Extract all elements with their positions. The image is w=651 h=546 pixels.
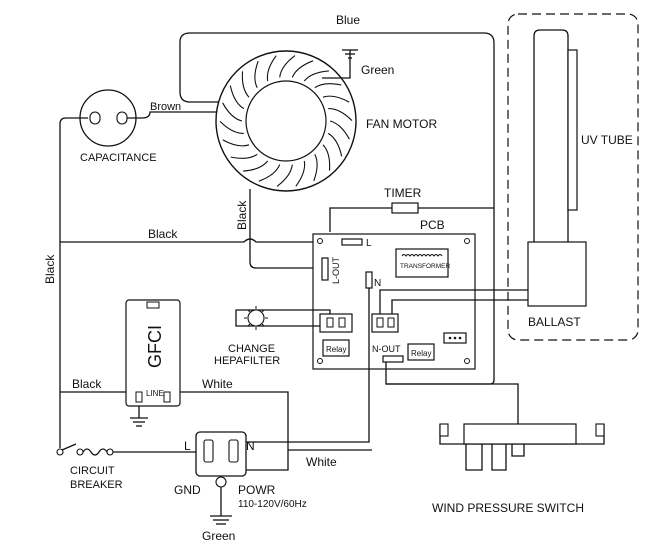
n-out-label: N-OUT (372, 344, 401, 354)
relay-1 (322, 339, 350, 357)
fan-blade (266, 55, 277, 82)
fan-black-wire (249, 189, 322, 269)
capacitance-label: CAPACITANCE (80, 152, 157, 164)
wind-pressure-switch (439, 423, 605, 471)
uv-tube (533, 29, 569, 242)
fan-blade (219, 121, 244, 134)
hepafilter-connector (319, 313, 353, 333)
power-plug (195, 431, 247, 488)
neutral-wire (246, 288, 370, 443)
white-bottom-label: White (306, 455, 337, 469)
fan-blade (322, 144, 331, 171)
gfci-label: GFCI (145, 325, 165, 368)
change-label-line2: HEPAFILTER (214, 355, 280, 367)
l-terminal (341, 238, 363, 246)
fan-blade (276, 164, 293, 187)
transformer (395, 248, 449, 278)
l-out-terminal (321, 257, 329, 281)
fan-blade (329, 120, 350, 140)
white-gfci-label: White (202, 377, 233, 391)
fan-blade (327, 132, 343, 157)
plug-n-label: N (246, 439, 255, 453)
black-wire-mid (60, 238, 344, 243)
fan-blade (314, 83, 342, 89)
change-hepafilter-switch (244, 306, 268, 330)
fan-blade (230, 153, 258, 159)
fan-blade (254, 60, 259, 88)
timer-label: TIMER (384, 186, 422, 200)
capacitance (79, 89, 137, 147)
fan-blade (303, 70, 329, 82)
n-terminal (365, 271, 373, 289)
gfci-white-wire (180, 391, 289, 471)
wind-pressure-switch-label: WIND PRESSURE SWITCH (432, 501, 584, 515)
fan-motor (215, 50, 357, 192)
fan-blade (222, 139, 250, 147)
circuit-label-line1: CIRCUIT (70, 465, 115, 477)
fan-blade (222, 102, 243, 122)
ballast-wire-1 (379, 289, 528, 314)
ballast-box (527, 241, 587, 307)
fan-blade (313, 154, 318, 182)
relay-2-label: Relay (411, 349, 431, 358)
timer-fuse (391, 202, 419, 214)
ballast-wire-2 (391, 299, 528, 314)
gnd-label: GND (174, 483, 201, 497)
black-mid-label: Black (148, 227, 178, 241)
green-bottom-label: Green (202, 529, 235, 543)
fan-blade (241, 71, 250, 98)
fan-blade (258, 164, 281, 182)
n-pin-label: N (374, 278, 381, 289)
uv-tube-label: UV TUBE (581, 133, 633, 147)
fan-blade (295, 160, 306, 187)
change-label-line1: CHANGE (228, 343, 275, 355)
blue-label: Blue (336, 13, 360, 27)
gfci-box (125, 299, 181, 407)
ballast-label: BALLAST (528, 315, 581, 329)
black-fan-label: Black (235, 200, 249, 230)
timer-wire (329, 207, 392, 232)
pcb-label: PCB (420, 218, 445, 232)
plug-l-label: L (184, 439, 191, 453)
n-out-terminal (382, 355, 404, 363)
green-top-label: Green (361, 63, 394, 77)
circuit-label-line2: BREAKER (70, 479, 123, 491)
fan-blade (322, 95, 350, 103)
relay-1-label: Relay (326, 345, 346, 354)
fan-blade (229, 85, 245, 110)
fan-blade (291, 60, 314, 78)
uv-tube-lamp (567, 49, 578, 211)
circuit-breaker (56, 443, 196, 456)
blue-wire (179, 32, 495, 385)
left-black-wire (59, 117, 88, 448)
powr-label: POWR (238, 483, 276, 497)
l-out-label: L-OUT (331, 256, 341, 284)
n-out-wire (385, 362, 519, 424)
voltage-label: 110-120V/60Hz (238, 499, 307, 510)
brown-label: Brown (150, 101, 181, 113)
fan-blade (279, 55, 296, 78)
fan-blade (243, 160, 269, 172)
gfci-line-label: LINE (146, 389, 164, 398)
black-left-label: Black (43, 254, 57, 284)
brown-wire (127, 111, 216, 119)
fan-ground-wire (322, 50, 351, 79)
l-pin-label: L (366, 238, 372, 249)
relay-2 (407, 343, 435, 361)
transformer-label: TRANSFORMER (400, 263, 451, 270)
black-gfci-label: Black (72, 377, 102, 391)
fan-blade (328, 108, 353, 121)
fan-motor-label: FAN MOTOR (366, 117, 437, 131)
